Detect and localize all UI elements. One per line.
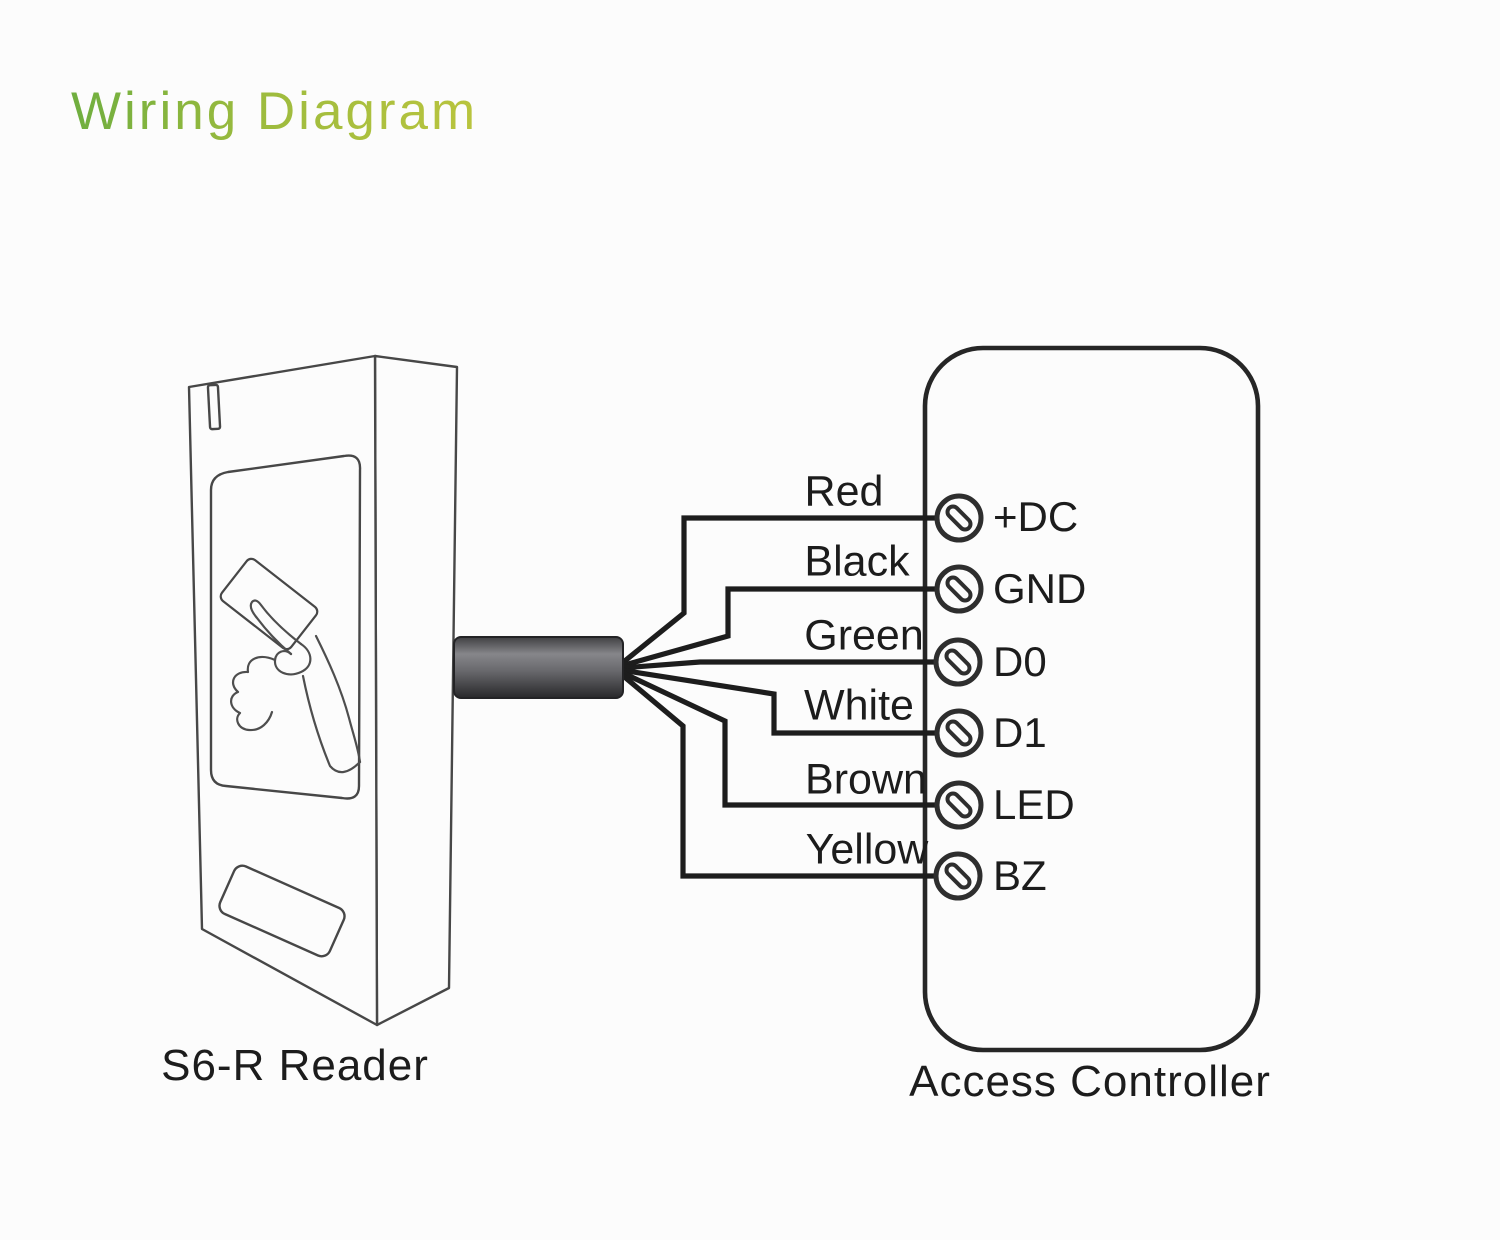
page-title: Wiring Diagram [71,82,479,141]
wire-label-red: Red [804,467,884,516]
wire-label-green: Green [804,611,924,660]
reader-illustration [187,354,459,1027]
wire-label-black: Black [804,537,910,586]
terminal-screws [933,493,984,901]
terminal-screw-icon [934,493,984,543]
reader-slot [206,383,222,431]
wire-black [620,586,944,669]
terminal-screw-icon [934,708,984,758]
reader-caption: S6-R Reader [161,1041,429,1090]
terminal-label-bz: BZ [993,852,1047,899]
terminal-label-led: LED [993,781,1075,828]
terminal-label-d0: D0 [993,638,1047,685]
terminal-screw-icon [934,780,984,830]
wire-green [620,659,944,671]
wire-label-brown: Brown [805,755,927,804]
terminal-label-d1: D1 [993,709,1047,756]
terminal-screw-icon [934,564,984,614]
controller-caption: Access Controller [909,1057,1271,1106]
wire-yellow [619,672,944,879]
terminal-screw-icon [933,637,983,687]
wire-white [620,667,944,736]
wire-bundle [619,515,944,879]
cable [453,636,624,699]
reader-label-window [218,864,346,958]
hand-icon [230,599,362,774]
wire-brown [619,669,944,808]
wire-label-yellow: Yellow [805,825,929,874]
terminal-screw-icon [933,851,983,901]
card-icon [219,557,319,651]
terminal-label-gnd: GND [993,565,1087,612]
terminal-label-dc: +DC [993,493,1079,540]
controller-box [922,345,1261,1053]
wire-label-white: White [804,681,914,730]
wire-red [619,515,944,667]
reader-side-face [373,354,459,1027]
